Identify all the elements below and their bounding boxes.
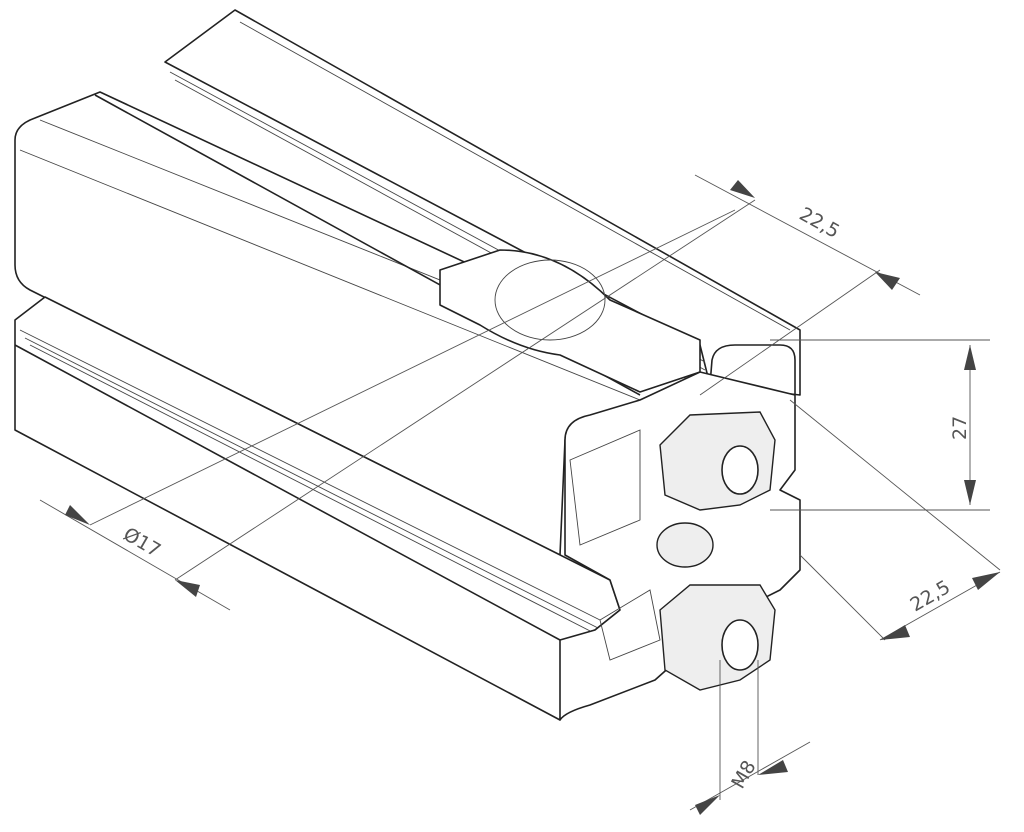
dim-top-width: 22,5 [796,203,844,243]
dim-thread: M8 [727,757,760,793]
dim-height: 27 [949,416,971,440]
slot-nut-lower [659,584,776,691]
center-bore [656,522,714,568]
dimension-lines [39,174,1001,815]
dim-bore-diameter: Ø17 [120,523,165,562]
lower-slot-bar [14,296,621,721]
slot-nut-upper [659,411,776,511]
dim-side-width: 22,5 [907,576,955,616]
